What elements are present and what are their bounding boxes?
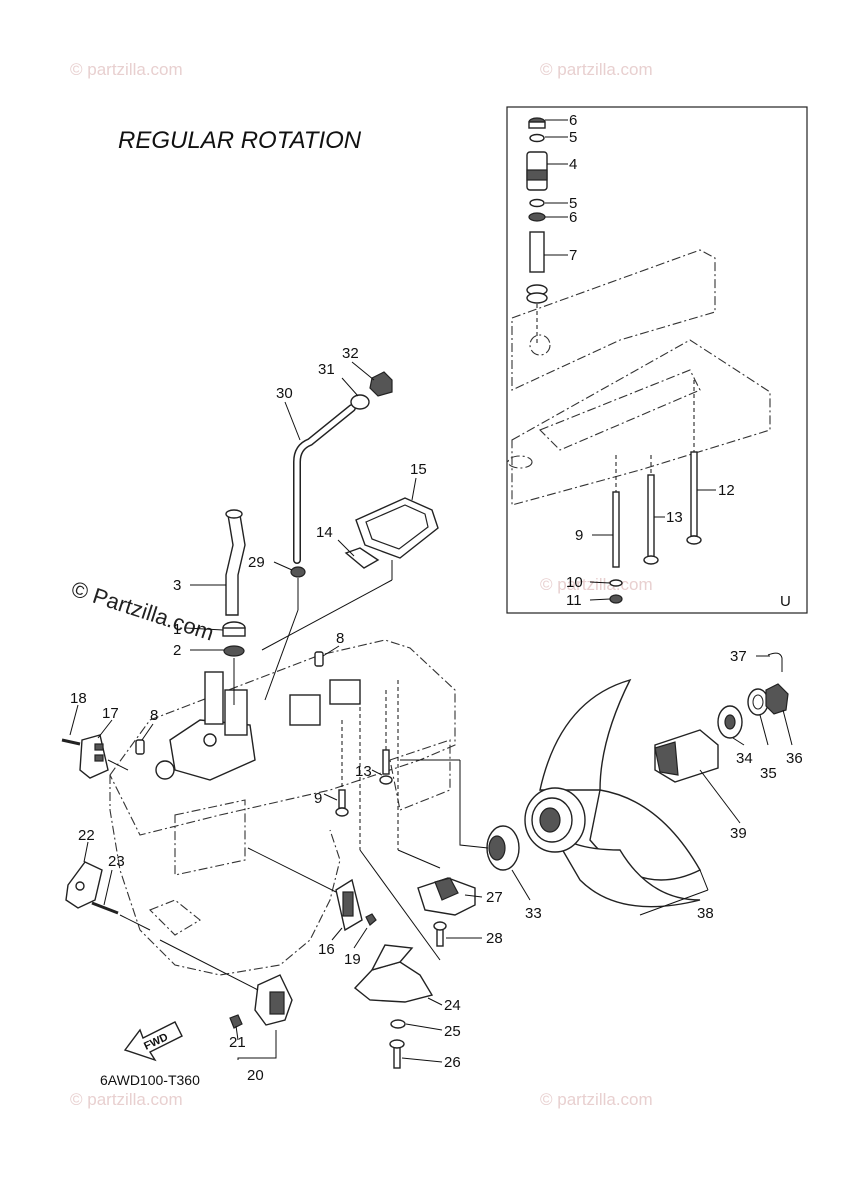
watermark-top-right: © partzilla.com bbox=[540, 60, 653, 79]
label-17: 17 bbox=[102, 705, 119, 722]
label-23: 23 bbox=[108, 853, 125, 870]
watermark-bottom-right: © partzilla.com bbox=[540, 1090, 653, 1109]
label-37: 37 bbox=[730, 648, 747, 665]
fwd-arrow: FWD bbox=[123, 1021, 183, 1062]
inset-housing-drawing bbox=[507, 249, 771, 506]
watermark-mid-right: © partzilla.com bbox=[540, 575, 653, 594]
cooling-pipe-assembly bbox=[264, 371, 393, 701]
label-14: 14 bbox=[316, 524, 333, 541]
label-33: 33 bbox=[525, 905, 542, 922]
label-27: 27 bbox=[486, 889, 503, 906]
label-13: 13 bbox=[355, 763, 372, 780]
label-34: 34 bbox=[736, 750, 753, 767]
lower-casing-drawing bbox=[109, 639, 456, 976]
label-15: 15 bbox=[410, 461, 427, 478]
inset-parts bbox=[526, 117, 548, 345]
label-2: 2 bbox=[173, 642, 181, 659]
label-3: 3 bbox=[173, 577, 181, 594]
trim-fin-assembly bbox=[353, 944, 434, 1069]
housing-bolts bbox=[335, 680, 441, 961]
label-24: 24 bbox=[444, 997, 461, 1014]
label-9: 9 bbox=[575, 527, 583, 544]
label-32: 32 bbox=[342, 345, 359, 362]
label-22: 22 bbox=[78, 827, 95, 844]
label-26: 26 bbox=[444, 1054, 461, 1071]
label-25: 25 bbox=[444, 1023, 461, 1040]
label-6: 6 bbox=[569, 209, 577, 226]
label-8: 8 bbox=[150, 707, 158, 724]
inset-bolts bbox=[609, 380, 702, 604]
trim-anode-assembly bbox=[159, 939, 293, 1029]
label-5: 5 bbox=[569, 129, 577, 146]
leader-lines bbox=[69, 119, 793, 1063]
watermark-top-left: © partzilla.com bbox=[70, 60, 183, 79]
label-10: 10 bbox=[566, 574, 583, 591]
label-38: 38 bbox=[697, 905, 714, 922]
label-39: 39 bbox=[730, 825, 747, 842]
label-8: 8 bbox=[336, 630, 344, 647]
label-36: 36 bbox=[786, 750, 803, 767]
propeller bbox=[524, 678, 701, 908]
label-6: 6 bbox=[569, 112, 577, 129]
label-5: 5 bbox=[569, 195, 577, 212]
label-35: 35 bbox=[760, 765, 777, 782]
plate-assembly bbox=[247, 847, 377, 932]
label-7: 7 bbox=[569, 247, 577, 264]
label-12: 12 bbox=[718, 482, 735, 499]
label-19: 19 bbox=[344, 951, 361, 968]
label-4: 4 bbox=[569, 156, 577, 173]
label-21: 21 bbox=[229, 1034, 246, 1051]
label-13: 13 bbox=[666, 509, 683, 526]
label-1: 1 bbox=[173, 621, 181, 638]
label-18: 18 bbox=[70, 690, 87, 707]
label-29: 29 bbox=[248, 554, 265, 571]
propeller-hardware bbox=[654, 652, 789, 783]
label-9: 9 bbox=[314, 790, 322, 807]
cover-grip-assembly bbox=[61, 734, 129, 779]
label-16: 16 bbox=[318, 941, 335, 958]
label-31: 31 bbox=[318, 361, 335, 378]
label-11: 11 bbox=[566, 592, 582, 609]
label-28: 28 bbox=[486, 930, 503, 947]
dowel-pins bbox=[135, 651, 324, 755]
inset-frame bbox=[506, 106, 808, 614]
label-20: 20 bbox=[247, 1067, 264, 1084]
housing-top-parts bbox=[155, 671, 361, 781]
thrust-washer bbox=[400, 759, 520, 871]
diagram-code: 6AWD100-T360 bbox=[100, 1072, 200, 1088]
impeller-assembly bbox=[417, 877, 476, 947]
label-30: 30 bbox=[276, 385, 293, 402]
watermark-bottom-left: © partzilla.com bbox=[70, 1090, 183, 1109]
watermark-main: © Partzilla.com bbox=[68, 576, 217, 646]
gasket-parts bbox=[261, 497, 439, 651]
water-tube-assembly bbox=[222, 509, 246, 705]
anode-assembly bbox=[65, 861, 151, 931]
inset-mark: U bbox=[780, 593, 791, 610]
diagram-title: REGULAR ROTATION bbox=[118, 127, 362, 154]
part-labels: 6 5 4 5 6 7 12 13 9 10 11 32 31 30 15 14… bbox=[70, 112, 803, 1084]
